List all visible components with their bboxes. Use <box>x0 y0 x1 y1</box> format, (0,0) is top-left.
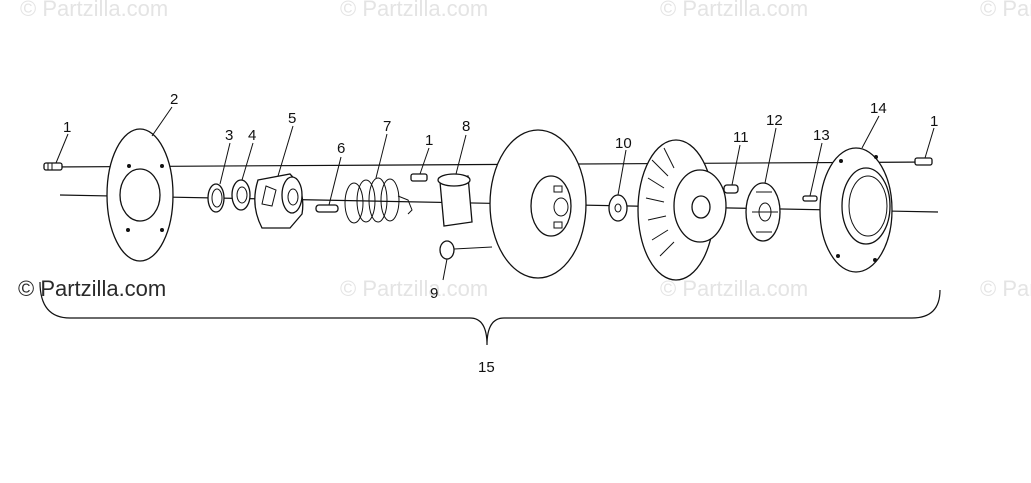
part-moveable-sheave <box>637 139 727 281</box>
part-cover-right <box>819 147 893 273</box>
leader-lines <box>55 106 935 281</box>
assembly-brace <box>39 281 941 346</box>
watermark-tile: © Partzilla.com <box>20 0 168 21</box>
callout-10: 10 <box>615 135 632 152</box>
watermark-tile: © Partzilla.com <box>980 0 1031 21</box>
callout-6: 6 <box>337 140 345 157</box>
callout-3: 3 <box>225 127 233 144</box>
callout-14: 14 <box>870 100 887 117</box>
part-bushing <box>437 173 473 227</box>
part-pin <box>315 204 339 213</box>
part-washer-4 <box>231 179 251 211</box>
callout-1-left: 1 <box>63 119 71 136</box>
watermark-tile: © Partzilla.com <box>980 276 1031 301</box>
callout-2: 2 <box>170 91 178 108</box>
callout-9: 9 <box>430 285 438 302</box>
part-cam <box>254 173 304 229</box>
watermark-tiles: © Partzilla.com © Partzilla.com © Partzi… <box>20 0 1031 301</box>
callout-labels: 1 2 3 4 5 6 7 1 8 9 10 11 12 13 14 1 15 <box>63 91 938 376</box>
callout-8: 8 <box>462 118 470 135</box>
watermark-main: © Partzilla.com <box>18 276 166 301</box>
part-snap-ring <box>207 183 225 213</box>
part-button <box>439 240 493 260</box>
part-washer-10 <box>608 194 628 222</box>
callout-1-right: 1 <box>930 113 938 130</box>
part-bolt-right <box>914 157 933 166</box>
part-screw <box>802 195 818 202</box>
callout-15: 15 <box>478 359 495 376</box>
callout-11: 11 <box>733 129 749 146</box>
part-roller <box>723 184 739 194</box>
callout-13: 13 <box>813 127 830 144</box>
watermark-tile: © Partzilla.com <box>340 0 488 21</box>
callout-7: 7 <box>383 118 391 135</box>
part-stationary-sheave <box>489 129 587 279</box>
part-spider <box>745 182 781 242</box>
watermark-tile: © Partzilla.com <box>660 276 808 301</box>
part-bolt-left <box>43 162 63 171</box>
part-cover-plate-left <box>106 128 174 262</box>
watermark-tile: © Partzilla.com <box>340 276 488 301</box>
callout-4: 4 <box>248 127 256 144</box>
watermark-tile: © Partzilla.com <box>660 0 808 21</box>
callout-5: 5 <box>288 110 296 127</box>
part-spring <box>344 177 413 224</box>
part-bolt-middle <box>410 173 428 182</box>
callout-1-middle: 1 <box>425 132 433 149</box>
callout-12: 12 <box>766 112 783 129</box>
